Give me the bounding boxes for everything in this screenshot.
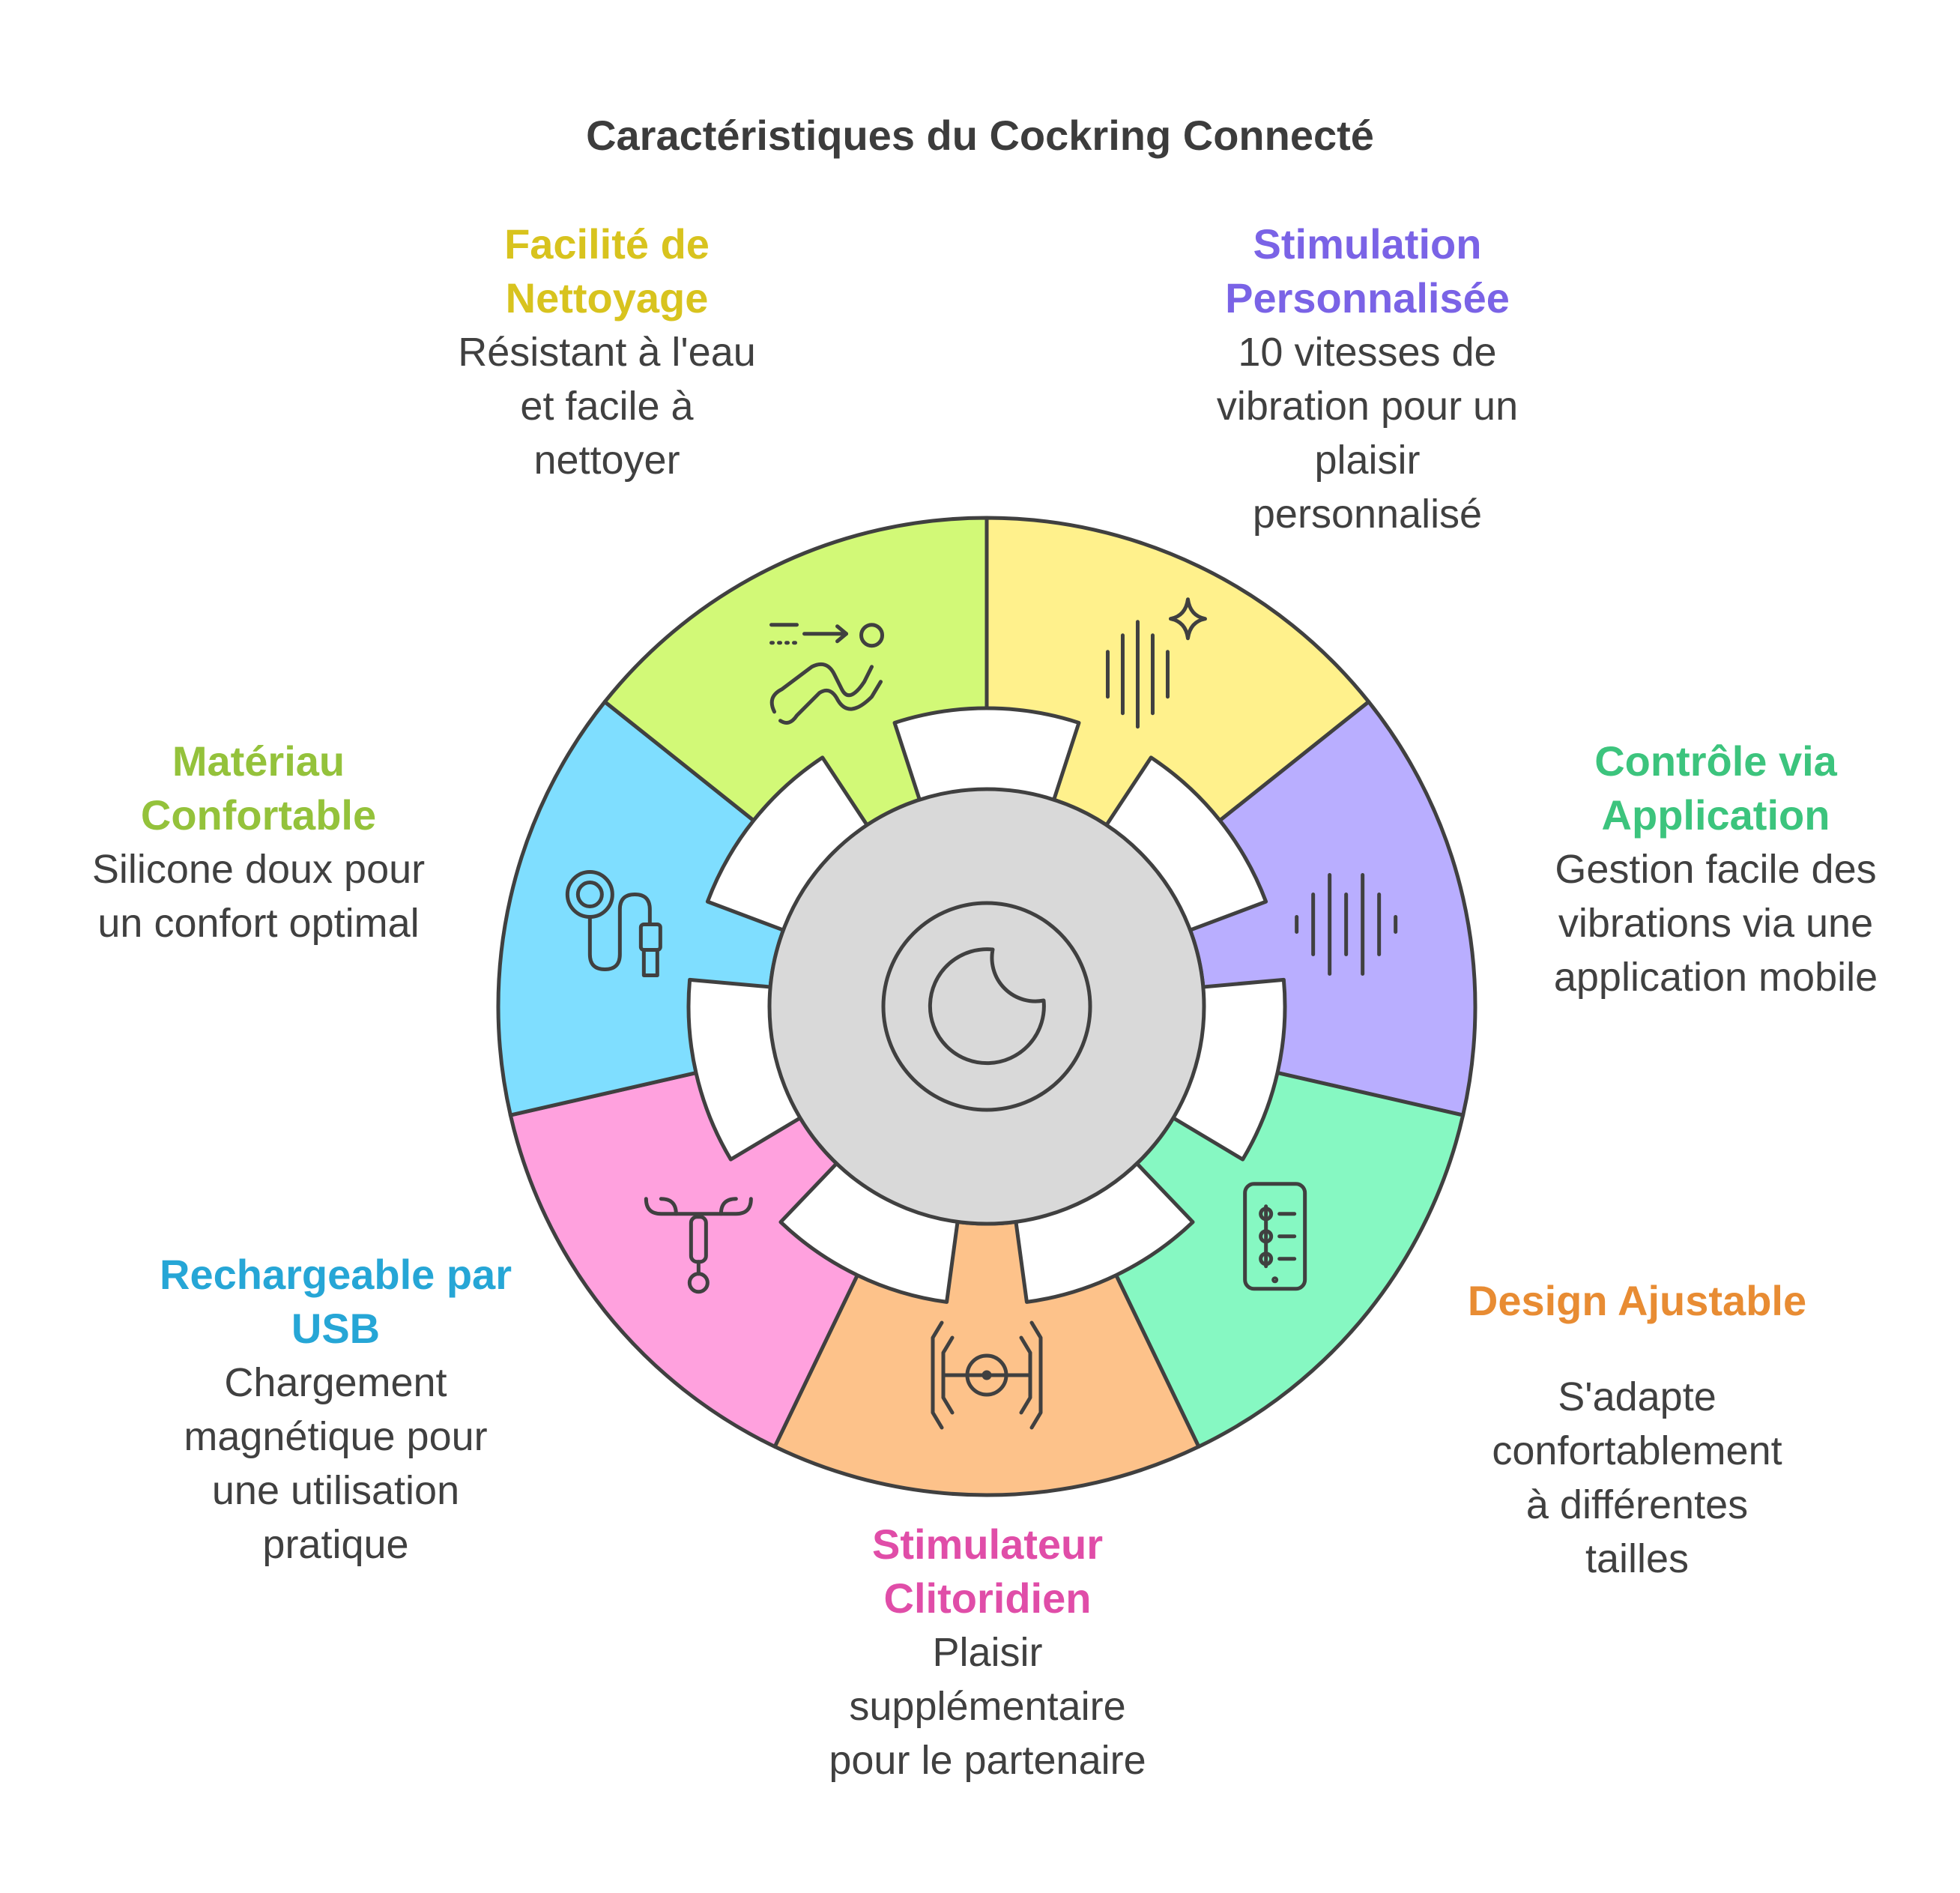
diagram-title: Caractéristiques du Cockring Connecté: [586, 112, 1374, 159]
feature-description-line: pour le partenaire: [829, 1738, 1146, 1783]
feature-description-line: magnétique pour: [184, 1414, 488, 1459]
feature-description: Chargement magnétique pour une utilisation…: [111, 1356, 560, 1572]
feature-title-line: USB: [291, 1305, 381, 1352]
feature-description: 10 vitesses de vibration pour un plaisir pe…: [1143, 325, 1592, 541]
moon-icon: [928, 947, 1046, 1066]
feature-description-line: une utilisation: [211, 1468, 460, 1513]
feature-description-line: application mobile: [1553, 955, 1878, 1000]
feature-description: S'adapte confortablement à différentes tail…: [1412, 1370, 1862, 1586]
feature-title: Design Ajustable: [1412, 1274, 1862, 1328]
center-inner-ring: [881, 901, 1092, 1112]
feature-description-line: pratique: [262, 1522, 409, 1567]
feature-description-line: Résistant à l'eau: [458, 330, 756, 375]
feature-title-line: Matériau: [172, 737, 345, 785]
feature-title-line: Nettoyage: [505, 274, 709, 321]
feature-description-line: S'adapte: [1558, 1374, 1716, 1419]
magnetic-charger-icon: [565, 870, 662, 978]
feature-description-line: plaisir: [1314, 438, 1421, 483]
feature-description-line: et facile à: [520, 384, 694, 429]
feature-description-line: vibrations via une: [1558, 901, 1874, 946]
feature-title-line: Confortable: [140, 791, 377, 839]
adjustable-frame-icon: [931, 1320, 1043, 1430]
feature-description-line: supplémentaire: [849, 1684, 1126, 1729]
feature-title-line: Facilité de: [504, 220, 710, 268]
feature-description-line: personnalisé: [1252, 492, 1483, 537]
stimulator-device-icon: [644, 1197, 753, 1294]
feature-description-line: Chargement: [224, 1360, 447, 1405]
feature-description-line: tailles: [1585, 1536, 1690, 1581]
ring-gap: [892, 706, 1081, 803]
feature-title-line: Stimulation: [1253, 220, 1482, 268]
feature-description-line: vibration pour un: [1216, 384, 1519, 429]
comfort-seat-icon: [769, 623, 885, 725]
feature-title-line: Design Ajustable: [1467, 1277, 1807, 1324]
center-hub: [767, 787, 1206, 1226]
feature-title: Facilité de Nettoyage: [382, 217, 832, 325]
feature-title-line: Rechargeable par: [160, 1251, 512, 1298]
feature-description: Résistant à l'eau et facile à nettoyer: [382, 325, 832, 487]
feature-title-line: Personnalisée: [1225, 274, 1510, 321]
feature-title-line: Clitoridien: [883, 1575, 1092, 1622]
mobile-app-icon: [1243, 1182, 1307, 1291]
feature-description-line: 10 vitesses de: [1238, 330, 1497, 375]
feature-title-line: Application: [1601, 791, 1830, 839]
vibration-wave-icon: [1295, 873, 1398, 976]
feature-description: Silicone doux pour un confort optimal: [34, 842, 483, 950]
feature-title-line: Stimulateur: [871, 1521, 1104, 1568]
feature-description-line: un confort optimal: [97, 901, 420, 946]
feature-description-line: Silicone doux pour: [91, 847, 426, 892]
sound-wave-sparkle-icon: [1105, 597, 1207, 729]
feature-description: Gestion facile des vibrations via une appl…: [1491, 842, 1941, 1004]
feature-title-line: Contrôle via: [1594, 737, 1837, 785]
feature-description-line: à différentes: [1525, 1482, 1749, 1527]
feature-description-line: confortablement: [1492, 1428, 1782, 1473]
feature-description-line: Plaisir: [932, 1630, 1043, 1675]
feature-description: Plaisir supplémentaire pour le partenaire: [763, 1625, 1212, 1787]
feature-description-line: nettoyer: [533, 438, 680, 483]
feature-description-line: Gestion facile des: [1555, 847, 1877, 892]
